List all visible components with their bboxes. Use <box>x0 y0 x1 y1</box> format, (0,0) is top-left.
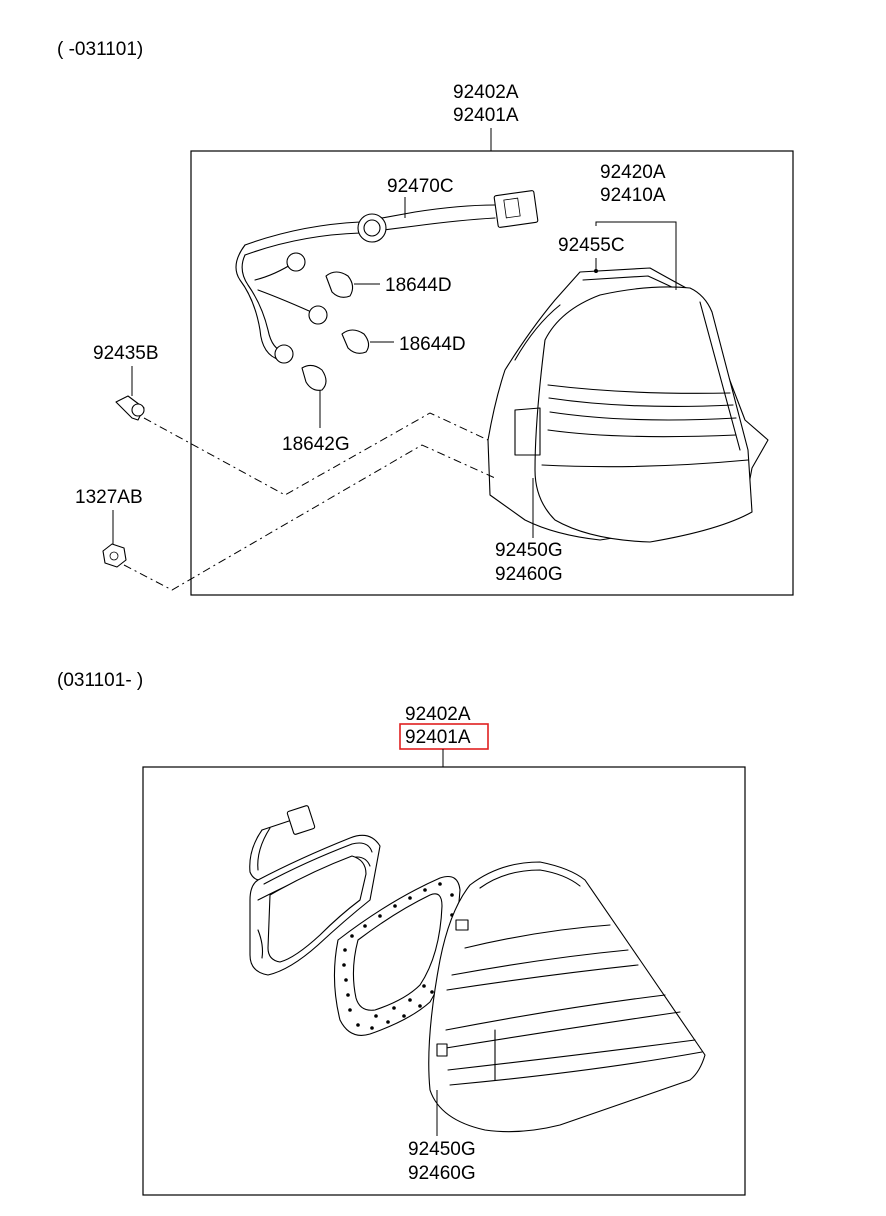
nut-dash-line <box>123 444 496 591</box>
label-92460G-bottom[interactable]: 92460G <box>408 1163 476 1184</box>
label-92435B[interactable]: 92435B <box>93 343 159 364</box>
top-assembly-frame <box>190 150 794 596</box>
screw-illustration <box>115 395 145 421</box>
top-assembly-label-2[interactable]: 92401A <box>453 105 519 126</box>
top-assembly-label-1[interactable]: 92402A <box>453 82 519 103</box>
bulb-upper-illustration <box>325 271 380 298</box>
wiring-harness-illustration <box>235 190 539 364</box>
bulb-lower-illustration <box>301 364 327 428</box>
label-92450G-bottom[interactable]: 92450G <box>408 1139 476 1160</box>
rear-lamp-lens-illustration <box>428 861 706 1133</box>
bottom-period-label: (031101- ) <box>57 670 143 691</box>
label-92410A[interactable]: 92410A <box>600 185 666 206</box>
top-period-label: ( -031101) <box>57 39 143 60</box>
bottom-assembly-label-2[interactable]: 92401A <box>405 727 471 748</box>
label-18644D-middle[interactable]: 18644D <box>399 334 466 355</box>
label-92470C[interactable]: 92470C <box>387 176 454 197</box>
gasket-dots <box>342 882 454 1030</box>
gasket-illustration <box>333 875 461 1036</box>
leader-92455C-dot <box>594 269 598 273</box>
leader-92420A <box>595 221 677 290</box>
label-92455C[interactable]: 92455C <box>558 235 625 256</box>
label-18642G[interactable]: 18642G <box>282 434 350 455</box>
rear-lamp-illustration <box>487 267 769 543</box>
highlight-box-92401A <box>399 723 489 750</box>
label-92450G-top[interactable]: 92450G <box>495 540 563 561</box>
bulb-middle-illustration <box>341 329 394 354</box>
bottom-assembly-frame <box>142 766 746 1196</box>
nut-illustration <box>102 543 127 568</box>
label-18644D-upper[interactable]: 18644D <box>385 275 452 296</box>
circuit-board-illustration <box>249 805 381 976</box>
label-1327AB[interactable]: 1327AB <box>75 487 143 508</box>
label-92420A[interactable]: 92420A <box>600 162 666 183</box>
bottom-assembly-label-1[interactable]: 92402A <box>405 704 471 725</box>
label-92460G-top[interactable]: 92460G <box>495 564 563 585</box>
